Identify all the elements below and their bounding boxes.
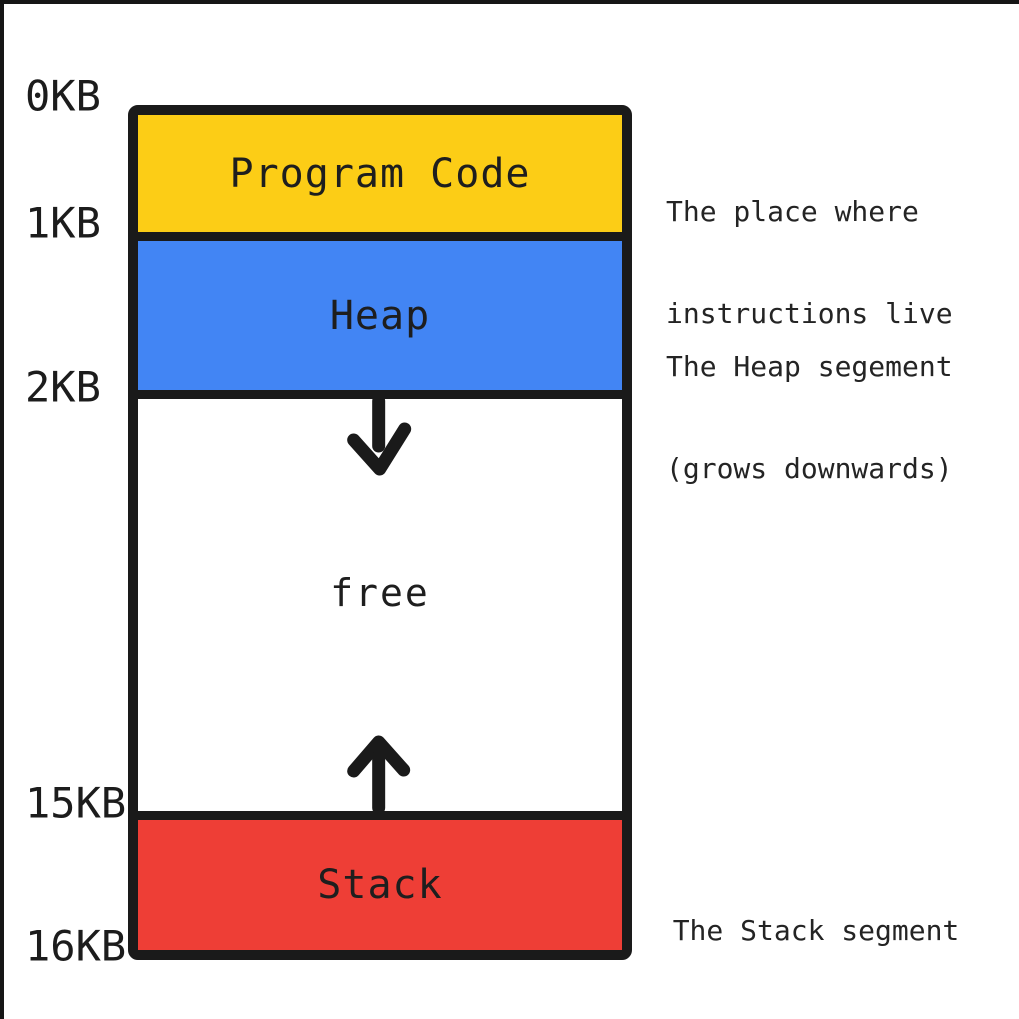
segment-free: free: [138, 398, 622, 812]
annotation-line: The Heap segement: [666, 350, 953, 383]
address-space-box: Program Code Heap free Stack: [128, 105, 632, 960]
segment-divider: [138, 232, 622, 241]
annotation-heap: The Heap segement (grows downwards): [666, 282, 986, 554]
annotation-line: instructions live: [666, 297, 953, 330]
address-label-1kb: 1KB: [25, 198, 101, 248]
annotation-line: (grows upwards): [666, 1016, 966, 1019]
segment-stack-label: Stack: [317, 862, 443, 908]
address-label-0kb: 0KB: [25, 71, 101, 121]
annotation-line: The Stack segment: [672, 914, 960, 947]
segment-free-label: free: [330, 571, 430, 615]
annotation-program-code: The place where instructions live: [666, 127, 986, 399]
up-arrow-icon: [347, 735, 411, 812]
annotation-line: (grows downwards): [666, 452, 953, 485]
down-arrow-icon: [347, 398, 412, 476]
segment-program-code: Program Code: [138, 115, 622, 232]
segment-divider: [138, 811, 622, 820]
segment-divider: [138, 390, 622, 399]
annotation-stack: The Stack segment (grows upwards): [666, 846, 966, 1019]
segment-heap-label: Heap: [329, 292, 431, 339]
annotation-line: The place where: [666, 195, 919, 228]
segment-heap: Heap: [138, 241, 622, 390]
address-label-15kb: 15KB: [25, 778, 127, 828]
segment-stack: Stack: [138, 820, 622, 950]
address-label-2kb: 2KB: [25, 362, 101, 412]
address-label-16kb: 16KB: [25, 921, 127, 971]
segment-program-code-label: Program Code: [229, 150, 531, 197]
